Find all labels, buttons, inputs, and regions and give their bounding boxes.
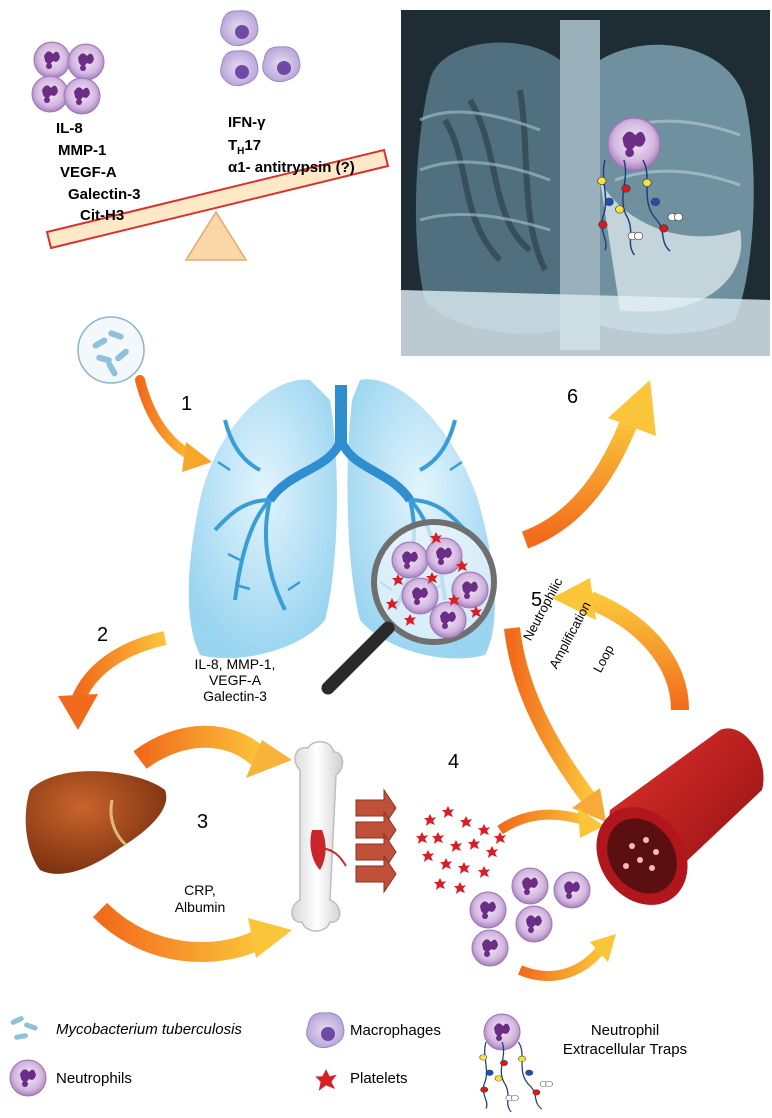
th-t: T bbox=[228, 137, 237, 154]
legend-net-label: Neutrophil Extracellular Traps bbox=[540, 1021, 710, 1059]
balance-left-marker-3: Galectin-3 bbox=[68, 186, 141, 203]
balance-left-marker-4: Cit-H3 bbox=[80, 207, 124, 224]
arrow-platelets-to-vessel bbox=[497, 808, 604, 838]
legend-macrophages-label: Macrophages bbox=[350, 1022, 441, 1039]
balance-left-marker-1: MMP-1 bbox=[58, 142, 106, 159]
balance-left-marker-0: IL-8 bbox=[56, 120, 83, 137]
legend-macrophage-icon bbox=[306, 1012, 345, 1049]
arrow-liver-to-bone bbox=[92, 902, 292, 962]
chest-xray bbox=[401, 10, 770, 356]
blood-vessel bbox=[596, 728, 764, 905]
legend-net-neutrophil-icon bbox=[483, 1013, 521, 1051]
arrow-step-1 bbox=[135, 375, 212, 472]
lung-to-bone-annotation: IL-8, MMP-1, VEGF-A Galectin-3 bbox=[171, 656, 299, 704]
balance-left-neutrophils bbox=[31, 41, 105, 115]
balance-right-marker-2: α1- antitrypsin (?) bbox=[228, 159, 355, 176]
bone bbox=[291, 741, 347, 932]
th-subscript: H bbox=[237, 146, 244, 157]
legend-net-line-2: Extracellular Traps bbox=[562, 1041, 688, 1058]
neutrophil-cluster bbox=[469, 867, 591, 967]
step-6-label: 6 bbox=[567, 386, 579, 408]
arrow-lung-to-bone bbox=[133, 725, 292, 778]
arrow-step-6 bbox=[521, 380, 656, 549]
balance-left-marker-2: VEGF-A bbox=[60, 164, 117, 181]
legend-neutrophil-icon bbox=[9, 1059, 47, 1097]
lung-to-bone-line-1: IL-8, MMP-1, bbox=[194, 656, 276, 672]
step-2-label: 2 bbox=[97, 624, 109, 646]
bone-output-arrows bbox=[355, 788, 397, 894]
step-1-label: 1 bbox=[181, 393, 193, 415]
arrow-loop-down bbox=[504, 627, 606, 822]
liver-to-bone-annotation: CRP, Albumin bbox=[160, 882, 240, 916]
arrow-step-2 bbox=[58, 631, 167, 730]
liver-to-bone-line-1: CRP, bbox=[184, 882, 216, 898]
balance-right-marker-th17: TH17 bbox=[228, 137, 261, 157]
lung-to-bone-line-2: VEGF-A bbox=[208, 672, 262, 688]
step-5-label: 5 bbox=[531, 589, 543, 611]
balance-right-marker-0: IFN-γ bbox=[228, 114, 266, 131]
legend bbox=[9, 1012, 554, 1113]
liver bbox=[25, 771, 167, 874]
arrow-neutrophils-to-vessel bbox=[518, 934, 616, 982]
legend-net-line-1: Neutrophil bbox=[590, 1022, 660, 1039]
step-3-label: 3 bbox=[197, 811, 209, 833]
balance-fulcrum bbox=[184, 210, 248, 261]
legend-mtb-label: Mycobacterium tuberculosis bbox=[56, 1021, 242, 1038]
legend-mtb-icon bbox=[10, 1016, 38, 1040]
platelet-cluster bbox=[416, 806, 506, 894]
balance-beam bbox=[45, 148, 390, 250]
th-17: 17 bbox=[244, 137, 261, 154]
legend-platelet-icon bbox=[315, 1069, 337, 1091]
mtb-petri-dish bbox=[77, 316, 145, 384]
balance-scale bbox=[45, 148, 390, 261]
legend-neutrophils-label: Neutrophils bbox=[56, 1070, 132, 1087]
legend-platelets-label: Platelets bbox=[350, 1070, 408, 1087]
step-4-label: 4 bbox=[448, 751, 460, 773]
magnifier bbox=[321, 519, 497, 695]
liver-to-bone-line-2: Albumin bbox=[174, 899, 226, 915]
lung-to-bone-line-3: Galectin-3 bbox=[203, 688, 267, 704]
arrow-loop-up bbox=[552, 578, 689, 711]
balance-right-macrophages bbox=[220, 10, 301, 87]
